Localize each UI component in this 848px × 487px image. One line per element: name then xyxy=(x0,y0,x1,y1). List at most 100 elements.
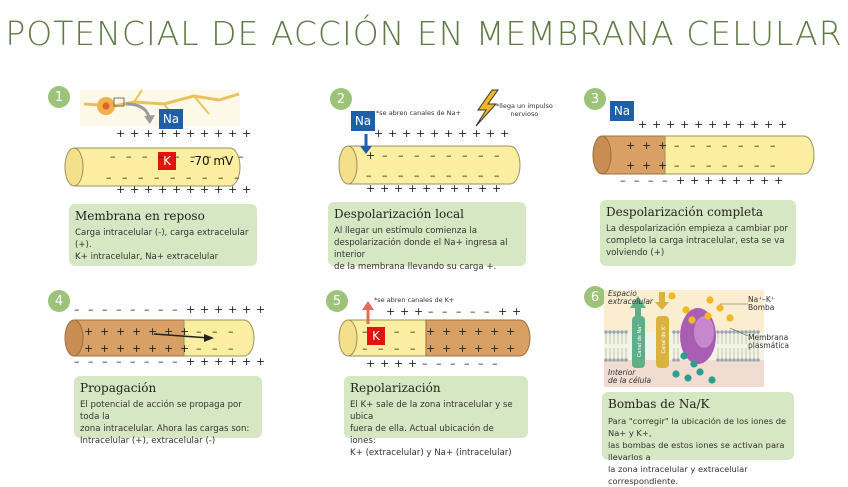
charge-sign: + xyxy=(130,183,140,196)
charge-sign: + xyxy=(408,182,418,195)
charge-sign: + xyxy=(426,325,436,338)
resting-membrane-diagram xyxy=(64,89,241,187)
charge-sign: + xyxy=(228,303,238,316)
charge-sign: + xyxy=(498,305,508,318)
charge-sign: + xyxy=(500,127,510,140)
charge-sign: – xyxy=(362,325,368,338)
lipid-head xyxy=(672,358,676,362)
charge-sign: + xyxy=(214,183,224,196)
charge-sign: – xyxy=(144,303,150,316)
step-card: Membrana en reposo Carga intracelular (-… xyxy=(69,204,257,266)
lipid-head xyxy=(744,330,748,334)
charge-sign: + xyxy=(148,325,158,338)
lipid-head xyxy=(732,330,736,334)
charge-sign: – xyxy=(116,355,122,368)
lipid-head xyxy=(752,330,756,334)
step-description: Para "corregir" la ubicación de los ione… xyxy=(608,415,788,487)
charge-sign: – xyxy=(464,357,470,370)
charge-sign: – xyxy=(398,169,404,182)
charge-sign: – xyxy=(706,159,712,172)
lipid-head xyxy=(744,358,748,362)
ion-dot xyxy=(672,370,680,378)
propagation-diagram xyxy=(64,319,255,357)
impulse-note-line: *llega un impulso xyxy=(496,102,553,110)
step-number-badge: 2 xyxy=(330,88,352,110)
charge-sign: + xyxy=(414,305,424,318)
lipid-head xyxy=(740,358,744,362)
charge-sign: + xyxy=(478,182,488,195)
charge-sign: + xyxy=(256,303,266,316)
charge-sign: – xyxy=(422,357,428,370)
lipid-head xyxy=(756,358,760,362)
charge-sign: – xyxy=(478,149,484,162)
charge-sign: + xyxy=(84,342,94,355)
charge-sign: + xyxy=(472,127,482,140)
charge-sign: – xyxy=(722,159,728,172)
charge-sign: + xyxy=(186,303,196,316)
lipid-head xyxy=(620,358,624,362)
charge-sign: + xyxy=(422,182,432,195)
charge-sign: + xyxy=(400,305,410,318)
charge-sign: + xyxy=(366,182,376,195)
charge-sign: – xyxy=(706,139,712,152)
charge-sign: + xyxy=(214,127,224,140)
ion-dot xyxy=(716,304,724,312)
step-card: Propagación El potencial de acción se pr… xyxy=(74,376,262,446)
sodium-channel-note: *se abren canales de Na+ xyxy=(376,109,461,117)
charge-sign: + xyxy=(242,183,252,196)
charge-sign: – xyxy=(414,169,420,182)
charge-sign: + xyxy=(186,183,196,196)
charge-sign: + xyxy=(442,342,452,355)
charge-sign: + xyxy=(442,325,452,338)
charge-sign: – xyxy=(674,139,680,152)
charge-sign: + xyxy=(132,342,142,355)
charge-sign: – xyxy=(222,150,228,163)
step-number-badge: 3 xyxy=(584,88,606,110)
charge-sign: – xyxy=(494,149,500,162)
neuron-illustration xyxy=(80,89,240,126)
step-description-line: K+ intracelular, Na+ extracelular xyxy=(75,252,219,262)
charge-sign: – xyxy=(196,325,202,338)
charge-sign: + xyxy=(408,357,418,370)
sodium-ion-badge: Na xyxy=(610,101,634,121)
ion-dot xyxy=(706,296,714,304)
charge-sign: + xyxy=(642,159,652,172)
charge-sign: + xyxy=(228,183,238,196)
potassium-ion-badge: K xyxy=(158,152,176,170)
charge-sign: + xyxy=(486,127,496,140)
charge-sign: + xyxy=(458,127,468,140)
step-description-line: Para "corregir" la ubicación de los ione… xyxy=(608,416,787,438)
charge-sign: – xyxy=(186,171,192,184)
charge-sign: – xyxy=(196,342,202,355)
charge-sign: + xyxy=(436,182,446,195)
panel-local-depolarization: 2 Na *se abren canales de Na+ *llega un … xyxy=(326,84,596,274)
charge-sign: – xyxy=(770,159,776,172)
charge-sign: – xyxy=(394,342,400,355)
axon-tube xyxy=(338,145,521,185)
charge-sign: – xyxy=(470,305,476,318)
charge-sign: – xyxy=(442,305,448,318)
plasma-membrane-label: Membrana plasmática xyxy=(748,334,789,350)
charge-sign: + xyxy=(626,159,636,172)
step-number-badge: 1 xyxy=(48,86,70,108)
step-description-line: El potencial de acción se propaga por to… xyxy=(80,400,242,422)
charge-sign: – xyxy=(106,171,112,184)
charge-sign: – xyxy=(212,342,218,355)
charge-sign: + xyxy=(426,342,436,355)
charge-sign: + xyxy=(658,159,668,172)
membrane-voltage: -70 mV xyxy=(190,154,234,168)
charge-sign: – xyxy=(754,139,760,152)
lipid-head xyxy=(716,358,720,362)
charge-sign: + xyxy=(116,342,126,355)
lipid-head xyxy=(608,358,612,362)
lipid-head xyxy=(604,358,608,362)
step-description-line: fuera de ella. Actual ubicación de iones… xyxy=(350,424,494,446)
lipid-head xyxy=(620,330,624,334)
charge-sign: + xyxy=(416,127,426,140)
charge-sign: + xyxy=(666,118,676,131)
charge-sign: + xyxy=(158,183,168,196)
charge-sign: – xyxy=(172,355,178,368)
charge-sign: – xyxy=(102,355,108,368)
charge-sign: – xyxy=(238,150,244,163)
impulse-note-line: nervioso xyxy=(510,110,539,118)
